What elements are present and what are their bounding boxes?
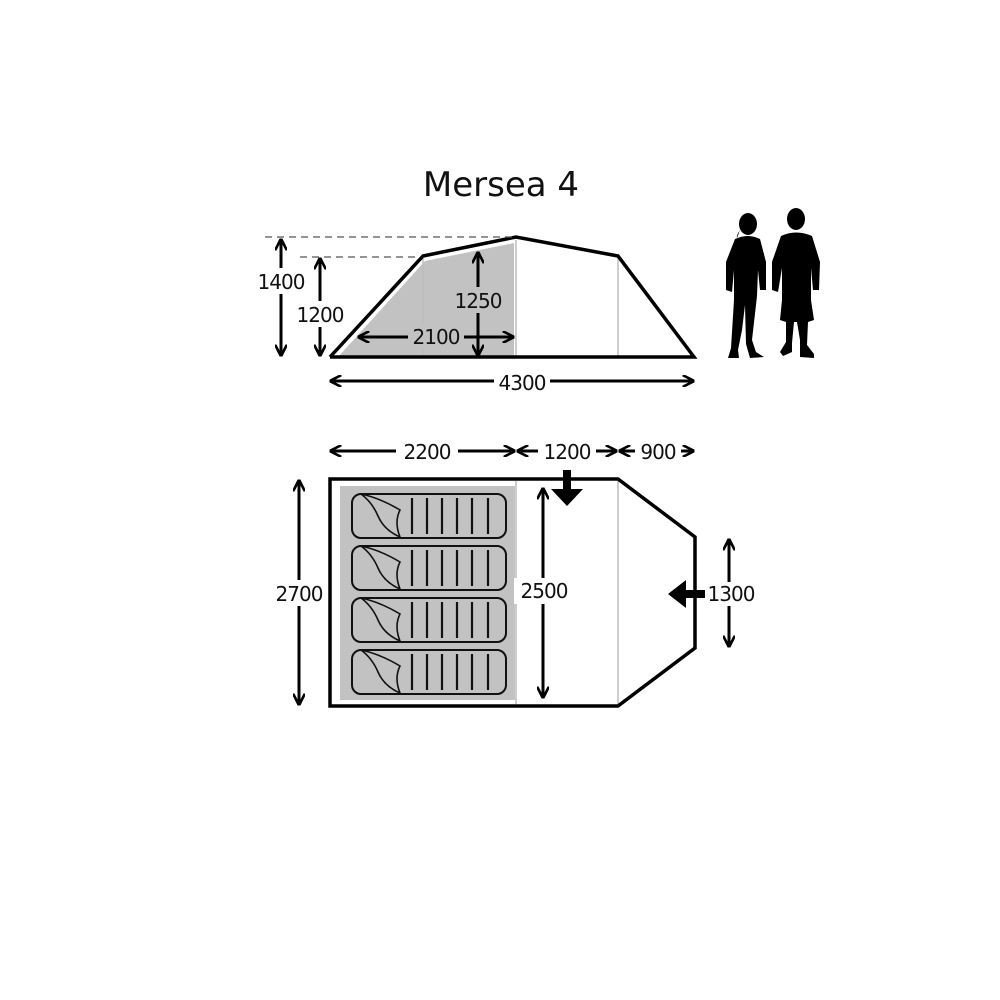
dim-porch-length: 900 xyxy=(640,440,675,464)
floor-plan: 2200 1200 900 2700 2500 1300 xyxy=(270,439,756,708)
dim-shoulder-height: 1200 xyxy=(297,303,344,327)
sleeping-bag-icon xyxy=(351,597,507,643)
man-silhouette-icon xyxy=(772,208,820,358)
front-door-arrow-icon xyxy=(668,580,705,608)
dim-porch-end-width: 1300 xyxy=(708,582,755,606)
woman-silhouette-icon xyxy=(726,213,766,358)
people-silhouettes-icon xyxy=(726,208,820,358)
dim-total-width: 2700 xyxy=(276,582,323,606)
side-door-arrow-icon xyxy=(551,470,583,506)
dim-inner-length: 2100 xyxy=(413,325,460,349)
dim-living-length: 1200 xyxy=(544,440,591,464)
side-view: 1400 1200 1250 2100 4300 xyxy=(256,235,698,395)
diagram-title: Mersea 4 xyxy=(423,165,579,205)
dim-inner-width: 2500 xyxy=(521,579,568,603)
dim-bedroom-length: 2200 xyxy=(404,440,451,464)
sleeping-area-shade xyxy=(338,243,514,357)
dim-inner-height: 1250 xyxy=(455,289,502,313)
dim-total-length: 4300 xyxy=(499,371,546,395)
tent-profile xyxy=(328,235,698,359)
dim-total-height: 1400 xyxy=(258,270,305,294)
floor-outline xyxy=(328,477,697,708)
sleeping-bag-icon xyxy=(351,545,507,591)
sleeping-bag-icon xyxy=(351,493,507,539)
sleeping-bag-icon xyxy=(351,649,507,695)
